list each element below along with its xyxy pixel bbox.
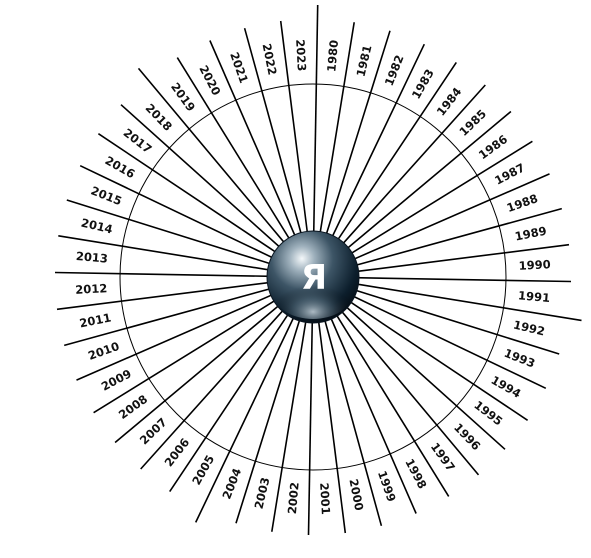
year-label-1994: 1994	[489, 373, 524, 401]
spoke-1996	[343, 304, 506, 450]
spoke-1999	[329, 315, 417, 514]
spoke-2023	[279, 20, 309, 236]
spoke-1997	[339, 308, 480, 476]
spoke-2010	[76, 293, 275, 381]
spoke-2018	[120, 104, 283, 250]
spoke-1982	[324, 30, 391, 238]
year-label-1983: 1983	[409, 67, 437, 102]
spoke-2022	[243, 27, 303, 237]
year-label-2013: 2013	[75, 249, 108, 266]
year-label-1993: 1993	[502, 346, 537, 371]
spoke-2016	[79, 164, 276, 260]
spoke-2008	[114, 303, 282, 444]
year-spokes	[54, 4, 582, 536]
spoke-2019	[137, 67, 287, 246]
sphere-rim-glow	[275, 271, 351, 319]
spoke-2009	[93, 298, 278, 414]
year-label-2021: 2021	[227, 50, 251, 85]
spoke-2011	[63, 287, 273, 347]
spoke-2000	[323, 317, 383, 527]
spoke-1995	[347, 299, 529, 421]
spoke-2014	[58, 235, 272, 272]
spoke-2021	[209, 40, 297, 239]
year-label-1987: 1987	[492, 160, 527, 187]
year-label-2023: 2023	[293, 39, 309, 72]
spoke-2006	[169, 311, 291, 493]
year-label-2000: 2000	[346, 478, 366, 512]
year-label-1989: 1989	[514, 224, 548, 244]
spoke-1985	[340, 84, 486, 247]
spoke-1994	[350, 294, 547, 390]
year-label-1988: 1988	[505, 191, 540, 215]
spoke-2005	[194, 314, 296, 523]
spoke-2020	[176, 57, 292, 242]
year-label-2003: 2003	[252, 476, 273, 510]
year-label-2009: 2009	[99, 366, 134, 393]
year-label-1998: 1998	[402, 456, 429, 491]
year-label-2005: 2005	[189, 453, 217, 488]
spoke-2007	[140, 307, 286, 470]
spoke-1981	[318, 22, 355, 236]
year-label-1981: 1981	[354, 44, 375, 78]
spoke-1991	[354, 276, 572, 283]
spoke-2012	[56, 281, 272, 311]
year-label-2016: 2016	[103, 153, 138, 181]
spoke-2015	[66, 199, 274, 266]
year-label-2020: 2020	[196, 63, 223, 98]
year-label-2011: 2011	[78, 310, 112, 330]
spoke-1992	[354, 282, 582, 322]
year-label-2002: 2002	[285, 482, 302, 515]
year-label-2015: 2015	[89, 183, 124, 208]
spoke-1998	[334, 312, 450, 497]
spoke-1989	[353, 207, 563, 267]
year-label-2014: 2014	[80, 216, 114, 237]
spoke-1993	[352, 288, 560, 355]
spoke-1984	[335, 61, 457, 243]
spoke-2004	[235, 316, 302, 524]
year-label-1992: 1992	[512, 318, 546, 339]
spoke-1983	[330, 43, 426, 240]
year-label-2010: 2010	[86, 339, 121, 363]
spoke-2013	[54, 271, 272, 278]
year-ring	[119, 83, 507, 471]
year-label-2012: 2012	[75, 281, 108, 297]
spoke-2003	[271, 318, 308, 532]
spoke-1986	[344, 110, 512, 251]
spoke-1980	[312, 4, 319, 236]
year-label-1991: 1991	[518, 288, 551, 305]
center-glyph: Я	[301, 258, 327, 298]
spoke-2002	[307, 318, 314, 536]
year-label-1999: 1999	[375, 469, 399, 504]
year-label-2004: 2004	[219, 466, 244, 501]
year-label-2001: 2001	[317, 482, 333, 515]
spoke-1988	[351, 173, 550, 261]
spoke-2017	[97, 133, 279, 255]
center-sphere: Я	[266, 230, 360, 324]
spoke-1990	[354, 243, 570, 273]
year-label-1982: 1982	[382, 53, 407, 88]
year-label-1980: 1980	[324, 39, 341, 72]
year-label-2022: 2022	[260, 42, 280, 76]
spoke-2001	[317, 318, 347, 534]
year-label-1990: 1990	[518, 257, 551, 273]
spoke-1987	[348, 140, 533, 256]
